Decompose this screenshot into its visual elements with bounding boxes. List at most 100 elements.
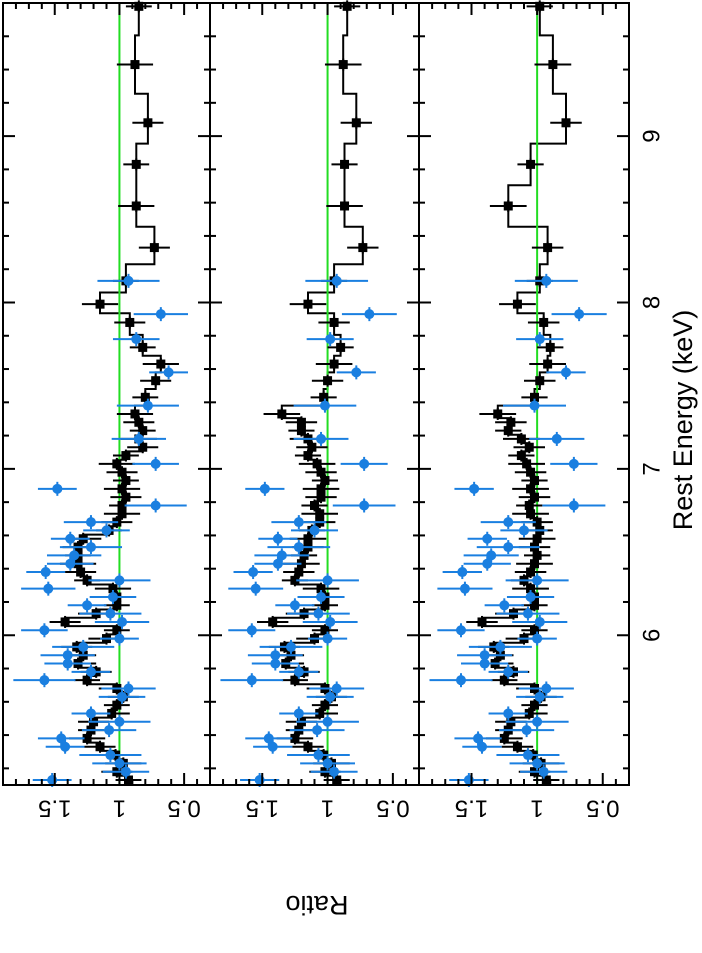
black-point: [301, 499, 328, 512]
blue-point-marker: [359, 500, 370, 511]
black-point-marker: [336, 342, 346, 352]
blue-point-marker: [104, 725, 115, 736]
black-point-marker: [268, 617, 278, 627]
blue-point: [254, 548, 310, 563]
blue-point: [457, 648, 513, 663]
blue-point: [484, 598, 524, 613]
blue-point-marker: [276, 550, 287, 561]
energy-tick-label: 9: [639, 129, 666, 142]
blue-point: [476, 540, 540, 555]
blue-point-marker: [267, 741, 278, 752]
black-point-marker: [329, 359, 339, 369]
blue-point: [132, 456, 179, 471]
blue-point-marker: [329, 766, 340, 777]
blue-point: [505, 714, 569, 729]
blue-point: [542, 498, 606, 513]
black-point-marker: [134, 417, 144, 427]
blue-point-marker: [538, 766, 549, 777]
black-point-marker: [320, 476, 330, 486]
black-point: [491, 674, 518, 687]
black-point: [116, 407, 154, 420]
blue-point-marker: [246, 675, 257, 686]
blue-point: [111, 431, 167, 446]
black-point-marker: [277, 409, 287, 419]
blue-point-marker: [503, 517, 514, 528]
blue-point-marker: [65, 558, 76, 569]
blue-point: [254, 556, 302, 571]
blue-point: [551, 307, 607, 322]
black-point: [129, 341, 156, 354]
blue-point: [290, 523, 339, 538]
black-point-marker: [503, 426, 513, 436]
blue-point-marker: [114, 716, 125, 727]
blue-point: [88, 714, 151, 729]
black-point-marker: [535, 376, 545, 386]
blue-point: [101, 681, 156, 696]
black-point: [340, 116, 372, 129]
blue-point: [518, 681, 574, 696]
blue-point-marker: [114, 575, 125, 586]
blue-point-marker: [270, 658, 281, 669]
reference-lines: [118, 3, 539, 785]
blue-point-marker: [482, 533, 493, 544]
blue-point: [233, 565, 273, 580]
black-point-marker: [316, 492, 326, 502]
blue-point: [296, 714, 359, 729]
blue-point-marker: [541, 683, 552, 694]
blue-point: [442, 565, 482, 580]
black-point: [49, 615, 81, 628]
blue-point-marker: [309, 525, 320, 536]
blue-point: [302, 614, 358, 629]
black-point-marker: [123, 775, 133, 785]
blue-point: [287, 748, 350, 763]
black-point: [118, 199, 155, 212]
blue-point-marker: [293, 666, 304, 677]
blue-point: [100, 631, 139, 646]
black-point-marker: [516, 451, 526, 461]
blue-point: [296, 573, 359, 588]
blue-point-marker: [503, 666, 514, 677]
black-point: [531, 241, 564, 254]
blue-point-marker: [155, 309, 166, 320]
axis-ticks: [3, 2, 629, 785]
blue-point: [454, 731, 502, 746]
blue-point-marker: [293, 542, 304, 553]
black-point: [508, 449, 535, 462]
blue-point: [488, 706, 528, 721]
black-point: [132, 391, 159, 404]
black-point: [479, 407, 517, 420]
blue-point-marker: [486, 550, 497, 561]
black-point-marker: [151, 376, 161, 386]
blue-point: [306, 689, 354, 704]
black-point-marker: [526, 467, 536, 477]
black-point-marker: [319, 392, 329, 402]
black-point-marker: [516, 434, 526, 444]
blue-point-marker: [62, 650, 73, 661]
blue-point: [37, 731, 85, 746]
blue-point-marker: [246, 625, 257, 636]
blue-point: [45, 739, 85, 754]
black-point-marker: [294, 567, 304, 577]
blue-point-marker: [529, 400, 540, 411]
blue-point: [92, 756, 147, 771]
blue-point: [228, 581, 284, 596]
black-point-marker: [530, 559, 539, 569]
black-point-marker: [312, 459, 322, 469]
blue-point-marker: [248, 567, 259, 578]
ratio-tick-label: 0.5: [167, 795, 200, 822]
black-point: [315, 358, 353, 371]
blue-point-marker: [101, 525, 112, 536]
black-point-marker: [82, 675, 92, 685]
blue-point: [437, 581, 493, 596]
blue-point: [463, 548, 519, 563]
black-point-marker: [561, 118, 571, 128]
black-point: [495, 416, 527, 429]
blue-point: [97, 273, 160, 288]
black-point-marker: [303, 451, 313, 461]
black-point-marker: [316, 484, 326, 494]
black-point-marker: [543, 243, 553, 253]
black-point: [521, 624, 548, 637]
blue-point: [310, 764, 358, 779]
black-point-marker: [131, 201, 141, 211]
blue-point: [133, 307, 189, 322]
